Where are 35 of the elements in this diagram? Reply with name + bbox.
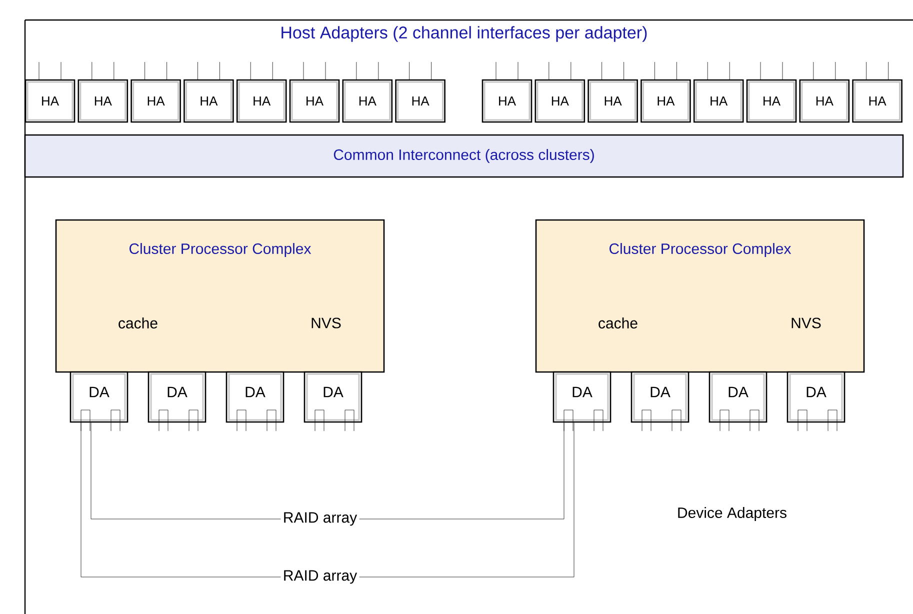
host-adapter-box: HA bbox=[236, 62, 287, 123]
host-adapter-box: HA bbox=[342, 62, 393, 123]
device-adapter-box: DA bbox=[786, 371, 846, 432]
host-adapter-box: HA bbox=[78, 62, 128, 123]
host-adapter-box: HA bbox=[130, 62, 181, 123]
array-label: RAID array bbox=[280, 510, 360, 528]
device-adapter-box: DA bbox=[630, 371, 690, 432]
processor-complex-box: Cluster Processor Complex cache NVS bbox=[55, 219, 385, 373]
device-adapter-box: DA bbox=[304, 371, 362, 432]
host-adapter-box: HA bbox=[289, 62, 340, 123]
array-label: RAID array bbox=[280, 568, 360, 586]
device-adapter-box: DA bbox=[708, 371, 768, 432]
device-adapter-box: DA bbox=[226, 371, 284, 432]
device-adapter-box: DA bbox=[148, 371, 206, 432]
connector-line bbox=[359, 422, 564, 520]
caption-text: Device Adapters bbox=[678, 507, 786, 521]
connector-line bbox=[80, 422, 281, 578]
device-adapter-box: DA bbox=[70, 371, 128, 432]
host-adapter-box: HA bbox=[640, 62, 691, 123]
host-adapter-box: HA bbox=[395, 62, 446, 123]
host-adapter-box: HA bbox=[534, 62, 586, 123]
title: Host Adapters (2 channel interfaces per adapter) bbox=[282, 26, 647, 42]
host-adapter-box: HA bbox=[184, 62, 234, 123]
interconnect-bar: Common Interconnect (across clusters) bbox=[24, 134, 904, 178]
connector-line bbox=[359, 422, 574, 578]
host-adapter-box: HA bbox=[482, 62, 532, 123]
host-adapter-box: HA bbox=[693, 62, 744, 123]
host-adapter-box: HA bbox=[24, 62, 76, 123]
host-adapter-box: HA bbox=[852, 62, 902, 123]
host-adapter-box: HA bbox=[746, 62, 797, 123]
host-adapter-box: HA bbox=[588, 62, 638, 123]
host-adapter-box: HA bbox=[799, 62, 850, 123]
device-adapter-box: DA bbox=[552, 371, 612, 432]
connector-line bbox=[90, 422, 281, 520]
processor-complex-box: Cluster Processor Complex cache NVS bbox=[535, 219, 865, 373]
